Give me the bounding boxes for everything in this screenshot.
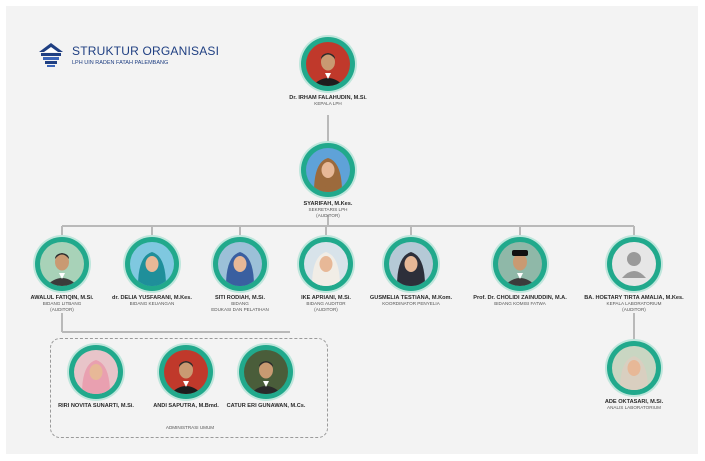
org-node: IKE APRIANI, M.Si.BIDANG AUDITOR (AUDITO… xyxy=(251,237,401,312)
profile-photo xyxy=(299,237,353,291)
profile-photo xyxy=(125,237,179,291)
profile-photo xyxy=(607,341,661,395)
profile-photo xyxy=(493,237,547,291)
node-role: KEPALA LPH xyxy=(314,101,342,107)
org-node: SYARIFAH, M.Kes.SEKRETARIS LPH (AUDITOR) xyxy=(253,143,403,218)
org-node: Prof. Dr. CHOLIDI ZAINUDDIN, M.A.BIDANG … xyxy=(445,237,595,307)
profile-photo xyxy=(384,237,438,291)
node-name: ADE OKTASARI, M.Si. xyxy=(604,399,664,405)
node-role: BIDANG KOMISI FATWA xyxy=(494,301,546,307)
org-node: BA. HOETARY TIRTA AMALIA, M.Kes.KEPALA L… xyxy=(559,237,705,312)
profile-photo xyxy=(301,37,355,91)
profile-photo xyxy=(239,345,293,399)
org-node: RIRI NOVITA SUNARTI, M.Si. xyxy=(21,345,171,409)
node-name: dr. DELIA YUSFARANI, M.Kes. xyxy=(112,295,192,301)
node-name: RIRI NOVITA SUNARTI, M.Si. xyxy=(58,403,134,409)
org-node: Dr. IRHAM FALAHUDIN, M.Si.KEPALA LPH xyxy=(253,37,403,107)
chart-subtitle: LPH UIN RADEN FATAH PALEMBANG xyxy=(72,60,169,66)
org-node: dr. DELIA YUSFARANI, M.Kes.BIDANG KEUANG… xyxy=(77,237,227,307)
profile-photo xyxy=(213,237,267,291)
node-name: Prof. Dr. CHOLIDI ZAINUDDIN, M.A. xyxy=(473,295,567,301)
org-node: SITI RODIAH, M.Si.BIDANG EDUKASI DAN PEL… xyxy=(165,237,315,312)
node-name: IKE APRIANI, M.Si. xyxy=(301,295,351,301)
admin-group-box xyxy=(50,338,328,438)
node-name: SITI RODIAH, M.Si. xyxy=(214,295,266,301)
node-role: KEPALA LABORATORIUM (AUDITOR) xyxy=(606,301,662,312)
profile-photo xyxy=(301,143,355,197)
institution-logo-icon xyxy=(39,43,63,67)
profile-photo xyxy=(69,345,123,399)
node-name: Dr. IRHAM FALAHUDIN, M.Si. xyxy=(289,95,367,101)
node-role: BIDANG EDUKASI DAN PELATIHAN xyxy=(211,301,269,312)
node-role: BIDANG KEUANGAN xyxy=(129,301,175,307)
org-node: CATUR ERI GUNAWAN, M.Cs. xyxy=(191,345,341,409)
node-role: SEKRETARIS LPH (AUDITOR) xyxy=(308,207,348,218)
node-role: ANALIS LABORATORIUM xyxy=(607,405,661,411)
node-name: SYARIFAH, M.Kes. xyxy=(303,201,353,207)
node-name: AWALUL FATIQIN, M.Si. xyxy=(30,295,94,301)
node-name: ANDI SAPUTRA, M.Bmd. xyxy=(153,403,219,409)
profile-photo xyxy=(159,345,213,399)
profile-photo xyxy=(35,237,89,291)
node-name: CATUR ERI GUNAWAN, M.Cs. xyxy=(226,403,306,409)
node-role: BIDANG LITBANG (AUDITOR) xyxy=(42,301,82,312)
node-role: KOORDINATOR PENYELIA xyxy=(382,301,440,307)
node-name: GUSMELIA TESTIANA, M.Kom. xyxy=(369,295,453,301)
node-name: BA. HOETARY TIRTA AMALIA, M.Kes. xyxy=(584,295,684,301)
admin-group-label: ADMINISTRASI UMUM xyxy=(165,425,215,430)
org-node: ADE OKTASARI, M.Si.ANALIS LABORATORIUM xyxy=(559,341,705,411)
chart-title: STRUKTUR ORGANISASI xyxy=(72,44,220,58)
org-node: AWALUL FATIQIN, M.Si.BIDANG LITBANG (AUD… xyxy=(0,237,137,312)
user-placeholder-icon xyxy=(607,237,661,291)
org-node: GUSMELIA TESTIANA, M.Kom.KOORDINATOR PEN… xyxy=(336,237,486,307)
node-role: BIDANG AUDITOR (AUDITOR) xyxy=(306,301,346,312)
org-node: ANDI SAPUTRA, M.Bmd. xyxy=(111,345,261,409)
